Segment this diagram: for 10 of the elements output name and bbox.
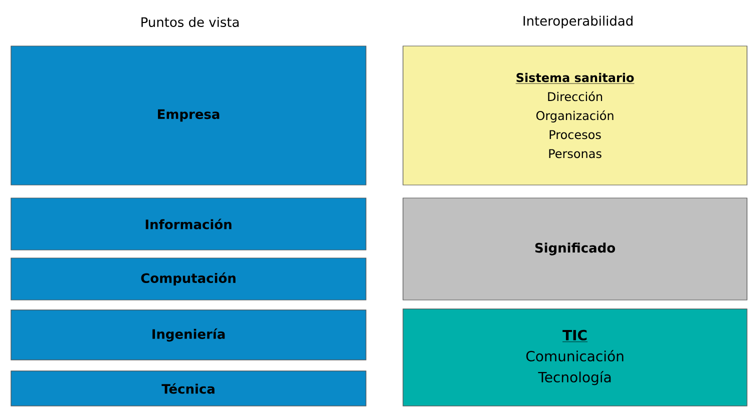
text-box: Sistema sanitario Dirección Organización Procesos Personas bbox=[402, 46, 748, 186]
text-box: Técnica bbox=[10, 370, 366, 406]
text-box: Ingeniería bbox=[10, 310, 366, 360]
text-box: Computación bbox=[10, 258, 366, 300]
column-heading: Puntos de vista bbox=[142, 16, 239, 28]
text-box: Significado bbox=[402, 198, 748, 300]
column-heading: Interoperabilidad bbox=[524, 16, 632, 28]
text-box: Empresa bbox=[10, 46, 366, 186]
text-box: TIC Comunicación Tecnología bbox=[402, 308, 748, 406]
text-box: Información bbox=[10, 198, 366, 250]
